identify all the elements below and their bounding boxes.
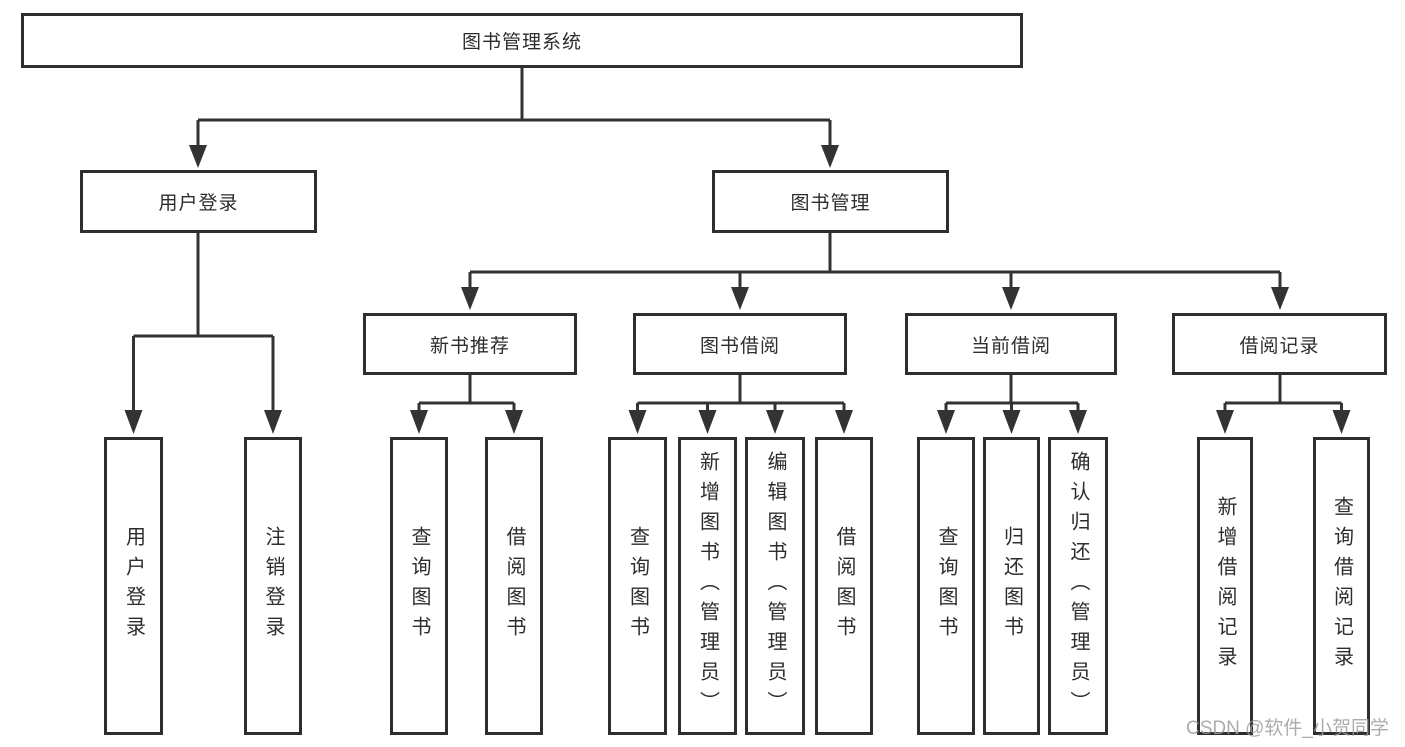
node-label: 图书管理: [790, 193, 871, 214]
leaf-add-book-admin: 新增图书（管理员）: [678, 437, 737, 735]
csdn-watermark: CSDN @软件_小贺同学: [1186, 718, 1389, 739]
node-label: 新增图书（管理员）: [696, 451, 719, 721]
leaf-borrow-books: 借阅图书: [815, 437, 873, 735]
leaf-return-book: 归还图书: [983, 437, 1040, 735]
leaf-query-books-current: 查询图书: [917, 437, 975, 735]
node-current-borrow: 当前借阅: [905, 313, 1117, 375]
node-label: 图书管理系统: [461, 32, 582, 53]
node-label: 用户登录: [122, 526, 145, 646]
leaf-add-borrow-record: 新增借阅记录: [1197, 437, 1253, 735]
leaf-query-books-recommend: 查询图书: [390, 437, 448, 735]
node-book-borrow: 图书借阅: [633, 313, 847, 375]
node-label: 借阅记录: [1239, 335, 1320, 357]
leaf-query-books-borrow: 查询图书: [608, 437, 667, 735]
node-label: 用户登录: [158, 193, 239, 214]
node-label: 确认归还（管理员）: [1067, 451, 1089, 721]
node-label: 查询图书: [408, 526, 430, 646]
arrowhead-icons: [124, 145, 1351, 434]
node-label: 借阅图书: [503, 526, 525, 646]
leaf-borrow-books-recommend: 借阅图书: [485, 437, 543, 735]
node-user-login: 用户登录: [80, 170, 317, 233]
leaf-query-borrow-record: 查询借阅记录: [1313, 437, 1370, 735]
leaf-confirm-return-admin: 确认归还（管理员）: [1048, 437, 1108, 735]
node-label: 编辑图书（管理员）: [764, 451, 786, 721]
node-new-book-recommend: 新书推荐: [363, 313, 577, 375]
node-book-management: 图书管理: [712, 170, 949, 233]
leaf-edit-book-admin: 编辑图书（管理员）: [745, 437, 805, 735]
node-label: 注销登录: [262, 526, 284, 646]
node-borrow-records: 借阅记录: [1172, 313, 1387, 375]
node-root-system: 图书管理系统: [21, 13, 1023, 68]
node-label: 查询借阅记录: [1330, 496, 1353, 676]
node-label: 新书推荐: [429, 335, 510, 357]
node-label: 查询图书: [935, 526, 957, 646]
node-label: 借阅图书: [833, 526, 855, 646]
node-label: 当前借阅: [970, 335, 1051, 357]
leaf-logout: 注销登录: [244, 437, 302, 735]
node-label: 归还图书: [1000, 526, 1023, 646]
leaf-user-login: 用户登录: [104, 437, 163, 735]
node-label: 新增借阅记录: [1214, 496, 1236, 676]
node-label: 图书借阅: [699, 335, 780, 357]
node-label: 查询图书: [626, 526, 649, 646]
